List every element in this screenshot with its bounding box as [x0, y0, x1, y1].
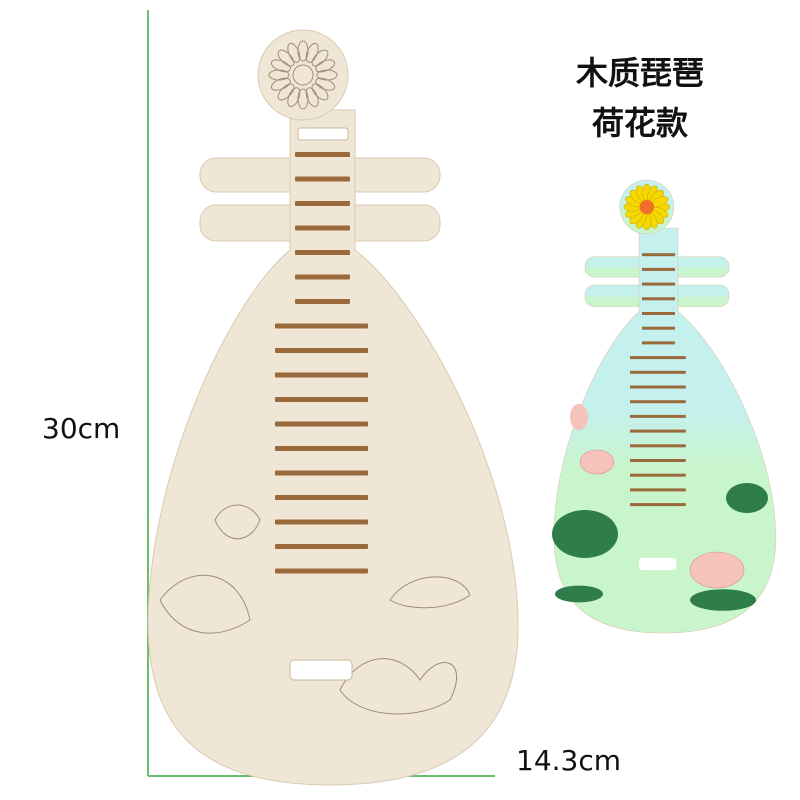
painted-pipa	[552, 179, 777, 634]
fret	[275, 421, 368, 427]
fret	[275, 372, 368, 378]
painted-lotus-flower	[689, 551, 745, 589]
top-nut	[297, 127, 349, 141]
fret	[295, 176, 350, 182]
fret	[630, 414, 686, 418]
fret	[642, 282, 675, 286]
fret	[295, 152, 350, 157]
painted-lotus-leaf	[726, 483, 768, 513]
fret	[275, 446, 368, 451]
fret	[295, 274, 350, 280]
fret	[642, 267, 675, 271]
fret	[630, 444, 686, 448]
fret	[295, 225, 350, 231]
fret	[630, 385, 686, 389]
fret	[275, 568, 368, 574]
fret	[295, 201, 350, 206]
etched-lotus-flower	[339, 658, 457, 715]
fret	[630, 503, 686, 507]
height-label: 30cm	[42, 412, 121, 445]
fret	[630, 429, 686, 433]
fret	[642, 341, 675, 345]
title-line-1: 木质琵琶	[575, 54, 704, 92]
fret	[630, 459, 686, 462]
pipa-head	[257, 29, 349, 121]
wooden-pipa	[147, 29, 519, 786]
fret	[630, 473, 686, 477]
etched-lotus-leaf	[389, 576, 471, 609]
fret	[275, 519, 368, 525]
fret	[630, 488, 686, 492]
head-flower-center	[292, 64, 314, 86]
fret	[275, 323, 368, 329]
fret	[295, 250, 350, 255]
bridge	[289, 659, 353, 681]
fret	[630, 370, 686, 374]
fret	[275, 544, 368, 549]
painted-lotus-leaf	[555, 585, 603, 603]
head-flower-petal	[315, 59, 336, 73]
etched-lotus-bud	[214, 504, 261, 540]
fret	[642, 326, 675, 330]
fret	[642, 253, 675, 257]
fret	[275, 470, 368, 476]
fret	[642, 312, 675, 315]
fret	[295, 299, 350, 304]
fret	[642, 297, 675, 301]
painted-lotus-bud	[570, 403, 588, 431]
bridge	[639, 558, 677, 570]
etched-lotus-leaf	[159, 574, 251, 634]
width-label: 14.3cm	[516, 744, 622, 777]
painted-lotus-leaf	[552, 510, 618, 558]
fret	[275, 348, 368, 353]
painted-lotus-flower	[579, 449, 615, 475]
title-line-2: 荷花款	[591, 104, 688, 142]
fret	[275, 495, 368, 500]
fret	[630, 400, 686, 404]
flower-center	[639, 199, 654, 215]
fret	[275, 397, 368, 402]
fret	[630, 356, 686, 360]
painted-lotus-leaf	[690, 589, 756, 611]
